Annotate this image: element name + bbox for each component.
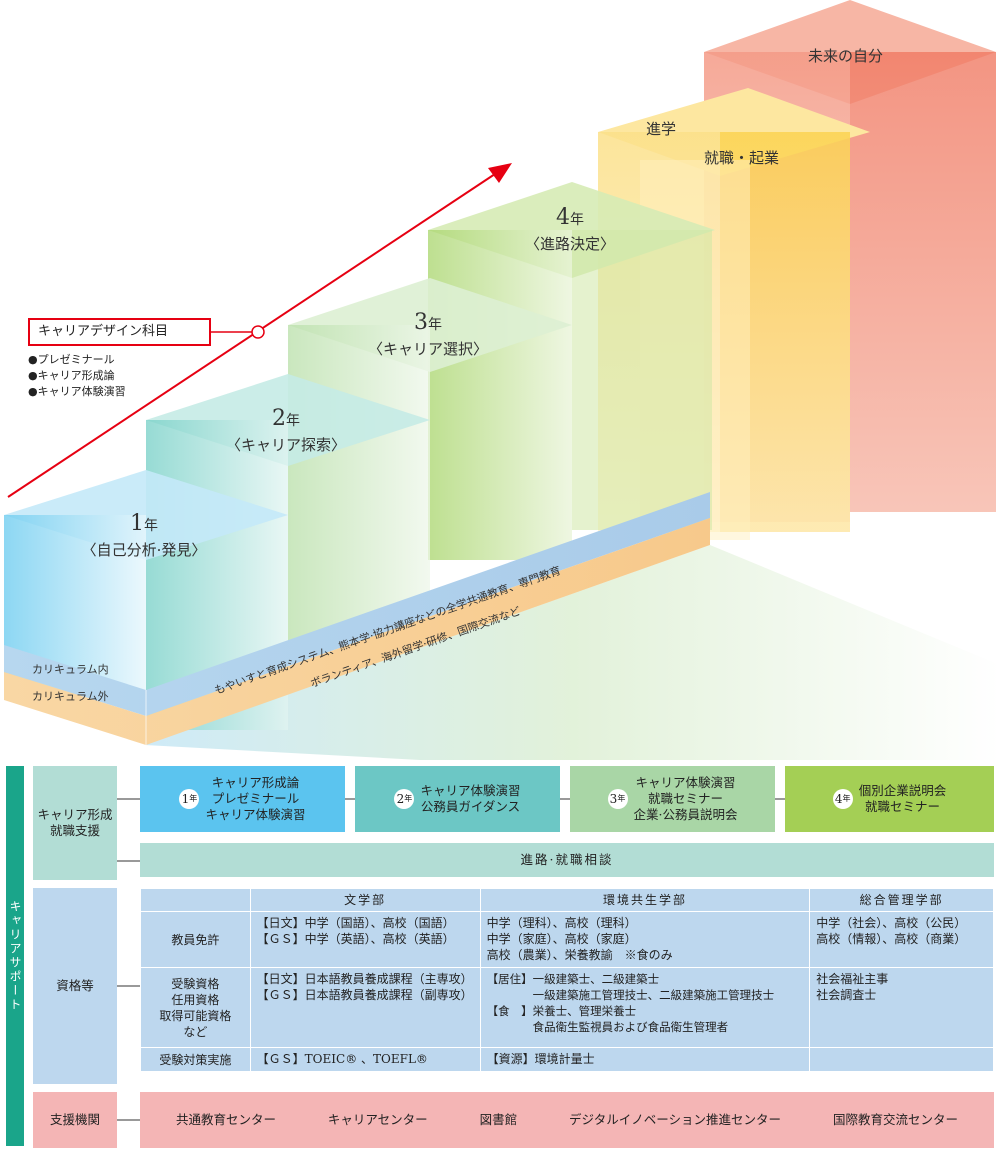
header-administration: 総合管理学部: [809, 888, 994, 912]
year3-theme: 〈キャリア選択〉: [367, 340, 488, 358]
curriculum-outer-band: [4, 518, 710, 745]
year4-theme: 〈進路決定〉: [524, 235, 615, 253]
agency-item: キャリアセンター: [327, 1112, 428, 1127]
step-text: キャリア体験演習 公務員ガイダンス: [420, 783, 521, 814]
career-consultation-bar: 進路·就職相談: [140, 843, 994, 877]
row-label: 受験資格 任用資格 取得可能資格 など: [140, 967, 251, 1048]
year1-label: 1年 〈自己分析·発見〉: [34, 512, 254, 562]
future-self-label: 未来の自分: [808, 47, 884, 65]
year4-side: [572, 230, 712, 530]
career-support-sidebar: キャリアサポート: [6, 766, 24, 1146]
career-formation-label: キャリア形成 就職支援: [33, 766, 117, 880]
career-support-label: キャリアサポート: [8, 900, 22, 1012]
table-corner: [140, 888, 251, 912]
support-agency-bar: 共通教育センター キャリアセンター 図書館 デジタルイノベーション推進センター …: [140, 1092, 994, 1148]
year1-theme: 〈自己分析·発見〉: [81, 541, 207, 559]
qualification-label: 資格等: [33, 888, 117, 1084]
floor-shadow: [145, 545, 1000, 760]
header-environment: 環境共生学部: [479, 888, 811, 912]
year3-number: 3: [414, 310, 428, 335]
table-row: 受験対策実施 【ＧＳ】TOEIC® 、TOEFL® 【資源】環境計量士: [140, 1047, 994, 1072]
career-design-title: キャリアデザイン科目: [28, 318, 211, 346]
header-literature: 文学部: [249, 888, 481, 912]
table-cell: 【居住】一級建築士、二級建築士 一級建築施工管理技士、二級建築施工管理技士 【食…: [479, 967, 811, 1048]
year2-theme: 〈キャリア探索〉: [225, 436, 346, 454]
step-text: キャリア形成論 プレゼミナール キャリア体験演習: [205, 775, 306, 822]
future-block-side: [850, 52, 996, 512]
table-cell: 【ＧＳ】TOEIC® 、TOEFL®: [249, 1047, 481, 1072]
year2-number: 2: [272, 406, 286, 431]
arrow-head-icon: [488, 163, 512, 183]
step-text: キャリア体験演習 就職セミナー 企業·公務員説明会: [633, 775, 738, 822]
year2-unit: 年: [286, 413, 300, 429]
table-row: 教員免許 【日文】中学（国語）、高校（国語） 【ＧＳ】中学（英語）、高校（英語）…: [140, 911, 994, 968]
agency-item: 共通教育センター: [175, 1112, 276, 1127]
table-row: 受験資格 任用資格 取得可能資格 など 【日文】日本語教員養成課程（主専攻） 【…: [140, 967, 994, 1048]
agency-item: 図書館: [479, 1112, 518, 1127]
career-design-item: ●プレゼミナール: [28, 353, 115, 366]
year3-unit: 年: [428, 317, 442, 333]
qualification-text: 資格等: [56, 978, 94, 993]
year4-front: [428, 230, 572, 560]
support-agency-label: 支援機関: [33, 1092, 117, 1148]
career-formation-text: キャリア形成 就職支援: [37, 807, 113, 838]
badge-number: 2: [396, 792, 405, 806]
table-cell: 【日文】中学（国語）、高校（国語） 【ＧＳ】中学（英語）、高校（英語）: [249, 911, 481, 968]
badge-number: 1: [181, 792, 190, 806]
badge-number: 4: [834, 792, 843, 806]
year3-front: [288, 325, 430, 645]
table-cell: 【日文】日本語教員養成課程（主専攻） 【ＧＳ】日本語教員養成課程（副専攻）: [249, 967, 481, 1048]
badge-unit: 年: [842, 794, 851, 803]
year3-label: 3年 〈キャリア選択〉: [318, 311, 538, 361]
badge-unit: 年: [189, 794, 198, 803]
row-label: 受験対策実施: [140, 1047, 251, 1072]
consultation-text: 進路·就職相談: [520, 852, 614, 867]
badge-number: 3: [609, 792, 618, 806]
table-cell: 中学（理科）、高校（理科） 中学（家庭）、高校（家庭） 高校（農業）、栄養教諭 …: [479, 911, 811, 968]
year2-label: 2年 〈キャリア探索〉: [176, 407, 396, 457]
step-text: 個別企業説明会 就職セミナー: [858, 783, 947, 814]
year4-unit: 年: [570, 212, 584, 228]
arrow-node-icon: [251, 325, 265, 339]
table-header-row: 文学部 環境共生学部 総合管理学部: [140, 888, 994, 912]
advance-label: 進学: [646, 120, 677, 138]
agency-item: デジタルイノベーション推進センター: [569, 1112, 782, 1127]
curriculum-outer-label: カリキュラム外: [32, 690, 109, 703]
table-cell: 社会福祉主事 社会調査士: [809, 967, 994, 1048]
career-design-item: ●キャリア形成論: [28, 369, 115, 382]
agency-item: 国際教育交流センター: [832, 1112, 958, 1127]
employment-label: 就職・起業: [704, 149, 780, 167]
qualification-table: 文学部 環境共生学部 総合管理学部 教員免許 【日文】中学（国語）、高校（国語）…: [140, 888, 994, 1072]
year1-number: 1: [130, 511, 144, 536]
year1-unit: 年: [144, 518, 158, 534]
year4-label: 4年 〈進路決定〉: [460, 206, 680, 256]
table-cell: 【資源】環境計量士: [479, 1047, 811, 1072]
table-cell: 中学（社会）、高校（公民） 高校（情報）、高校（商業）: [809, 911, 994, 968]
year4-number: 4: [556, 205, 570, 230]
career-design-list: ●プレゼミナール ●キャリア形成論 ●キャリア体験演習: [28, 352, 126, 400]
career-design-item: ●キャリア体験演習: [28, 385, 126, 398]
badge-unit: 年: [617, 794, 626, 803]
career-staircase-illustration: [4, 0, 1000, 760]
curriculum-inner-band: [4, 492, 710, 716]
table-cell: [809, 1047, 994, 1072]
curriculum-inner-label: カリキュラム内: [32, 663, 109, 676]
support-agency-text: 支援機関: [49, 1112, 100, 1127]
badge-unit: 年: [404, 794, 413, 803]
row-label: 教員免許: [140, 911, 251, 968]
